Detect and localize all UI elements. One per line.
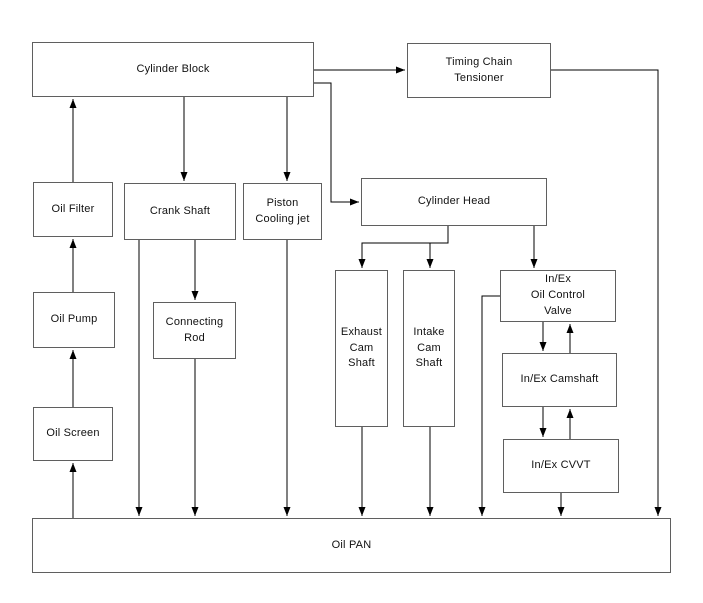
node-oil-pump: Oil Pump xyxy=(33,292,115,348)
node-timing-chain-tensioner: Timing Chain Tensioner xyxy=(407,43,551,98)
node-oil-pan-label: Oil PAN xyxy=(331,538,372,551)
node-crank-shaft-label: Crank Shaft xyxy=(149,204,211,217)
node-inex-oil-control-valve-label: In/Ex Oil Control Valve xyxy=(530,273,586,317)
node-cylinder-block-label: Cylinder Block xyxy=(136,62,210,75)
node-piston-cooling-jet: Piston Cooling jet xyxy=(243,183,322,240)
node-exhaust-cam-shaft: Exhaust Cam Shaft xyxy=(335,270,388,427)
node-inex-camshaft: In/Ex Camshaft xyxy=(502,353,617,407)
node-cylinder-head: Cylinder Head xyxy=(361,178,547,226)
node-connecting-rod: Connecting Rod xyxy=(153,302,236,359)
node-oil-filter: Oil Filter xyxy=(33,182,113,237)
node-intake-cam-shaft: Intake Cam Shaft xyxy=(403,270,455,427)
node-exhaust-cam-shaft-label: Exhaust Cam Shaft xyxy=(340,325,383,370)
node-oil-screen: Oil Screen xyxy=(33,407,113,461)
node-inex-cvvt-label: In/Ex CVVT xyxy=(531,459,591,472)
node-inex-cvvt: In/Ex CVVT xyxy=(503,439,619,493)
node-oil-pump-label: Oil Pump xyxy=(50,313,98,326)
node-inex-oil-control-valve: In/Ex Oil Control Valve xyxy=(500,270,616,322)
node-inex-camshaft-label: In/Ex Camshaft xyxy=(520,373,599,386)
node-crank-shaft: Crank Shaft xyxy=(124,183,236,240)
edge-cylinder-block-to-cylinder-head xyxy=(314,82,359,206)
edge-timing-chain-tensioner-to-oil-pan xyxy=(551,69,662,516)
node-intake-cam-shaft-label: Intake Cam Shaft xyxy=(413,325,445,370)
edge-cylinder-head-to-exhaust-cam-shaft xyxy=(358,226,449,268)
node-cylinder-block: Cylinder Block xyxy=(32,42,314,97)
edge-oil-control-valve-to-oil-pan xyxy=(478,295,500,516)
node-oil-screen-label: Oil Screen xyxy=(46,427,100,440)
node-cylinder-head-label: Cylinder Head xyxy=(417,195,491,208)
node-oil-filter-label: Oil Filter xyxy=(51,202,95,215)
node-piston-cooling-jet-label: Piston Cooling jet xyxy=(255,196,310,225)
node-connecting-rod-label: Connecting Rod xyxy=(165,315,224,344)
node-timing-chain-tensioner-label: Timing Chain Tensioner xyxy=(445,55,513,84)
node-oil-pan: Oil PAN xyxy=(32,518,671,573)
